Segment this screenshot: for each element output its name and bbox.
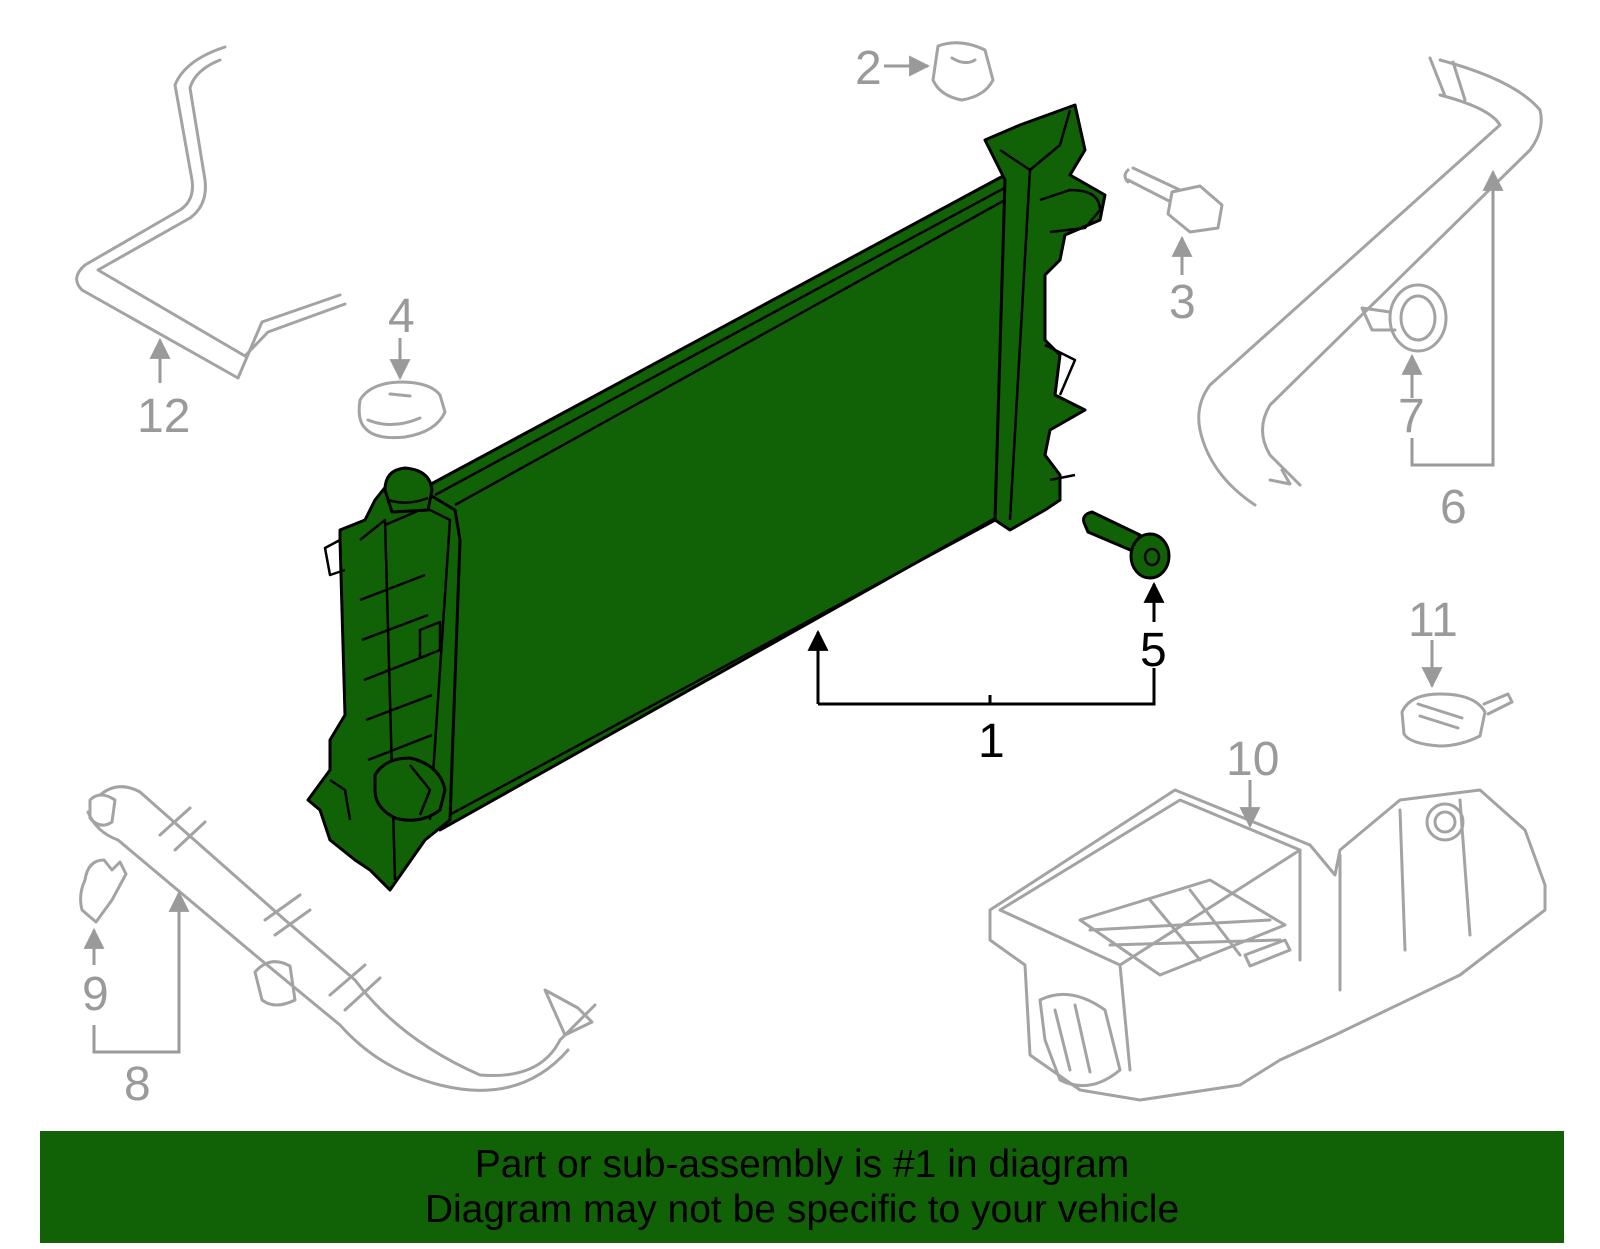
callout-11: 11 bbox=[1408, 594, 1458, 647]
callout-8: 8 bbox=[124, 1058, 151, 1111]
part-4-cap bbox=[357, 380, 447, 440]
part-8-lower-hose bbox=[86, 785, 597, 1092]
callout-6: 6 bbox=[1440, 481, 1467, 534]
part-1-radiator bbox=[306, 103, 1107, 892]
radiator-left-tank bbox=[306, 473, 462, 892]
callout-1: 1 bbox=[978, 715, 1005, 768]
part-10-reservoir bbox=[988, 788, 1547, 1102]
part-6-upper-hose bbox=[1197, 56, 1543, 507]
part-3-bolt bbox=[1123, 166, 1224, 234]
part-9-clip bbox=[79, 858, 128, 924]
callout-9: 9 bbox=[82, 968, 109, 1021]
part-5-pin bbox=[1082, 510, 1171, 580]
callout-2: 2 bbox=[855, 42, 882, 95]
callout-5: 5 bbox=[1140, 624, 1167, 677]
part-2-cushion bbox=[931, 41, 995, 102]
leader-1 bbox=[818, 632, 1156, 706]
radiator-right-tank bbox=[983, 103, 1107, 532]
leader-6 bbox=[1410, 169, 1504, 467]
callout-12: 12 bbox=[137, 390, 190, 443]
callout-10: 10 bbox=[1226, 733, 1279, 786]
radiator-lower-outlet bbox=[373, 756, 447, 822]
part-11-reservoir-cap bbox=[1400, 692, 1514, 748]
banner-line-1: Part or sub-assembly is #1 in diagram bbox=[474, 1143, 1130, 1186]
banner-line-2: Diagram may not be specific to your vehi… bbox=[424, 1188, 1180, 1231]
leader-8 bbox=[92, 890, 190, 1054]
info-banner: Part or sub-assembly is #1 in diagram Di… bbox=[40, 1131, 1564, 1243]
callout-3: 3 bbox=[1169, 276, 1196, 329]
part-7-clamp bbox=[1360, 283, 1448, 353]
radiator-core bbox=[418, 173, 1032, 832]
callout-7: 7 bbox=[1398, 390, 1425, 443]
callout-4: 4 bbox=[388, 290, 415, 343]
radiator-filler-neck bbox=[383, 466, 434, 514]
part-12-tube bbox=[75, 45, 347, 380]
